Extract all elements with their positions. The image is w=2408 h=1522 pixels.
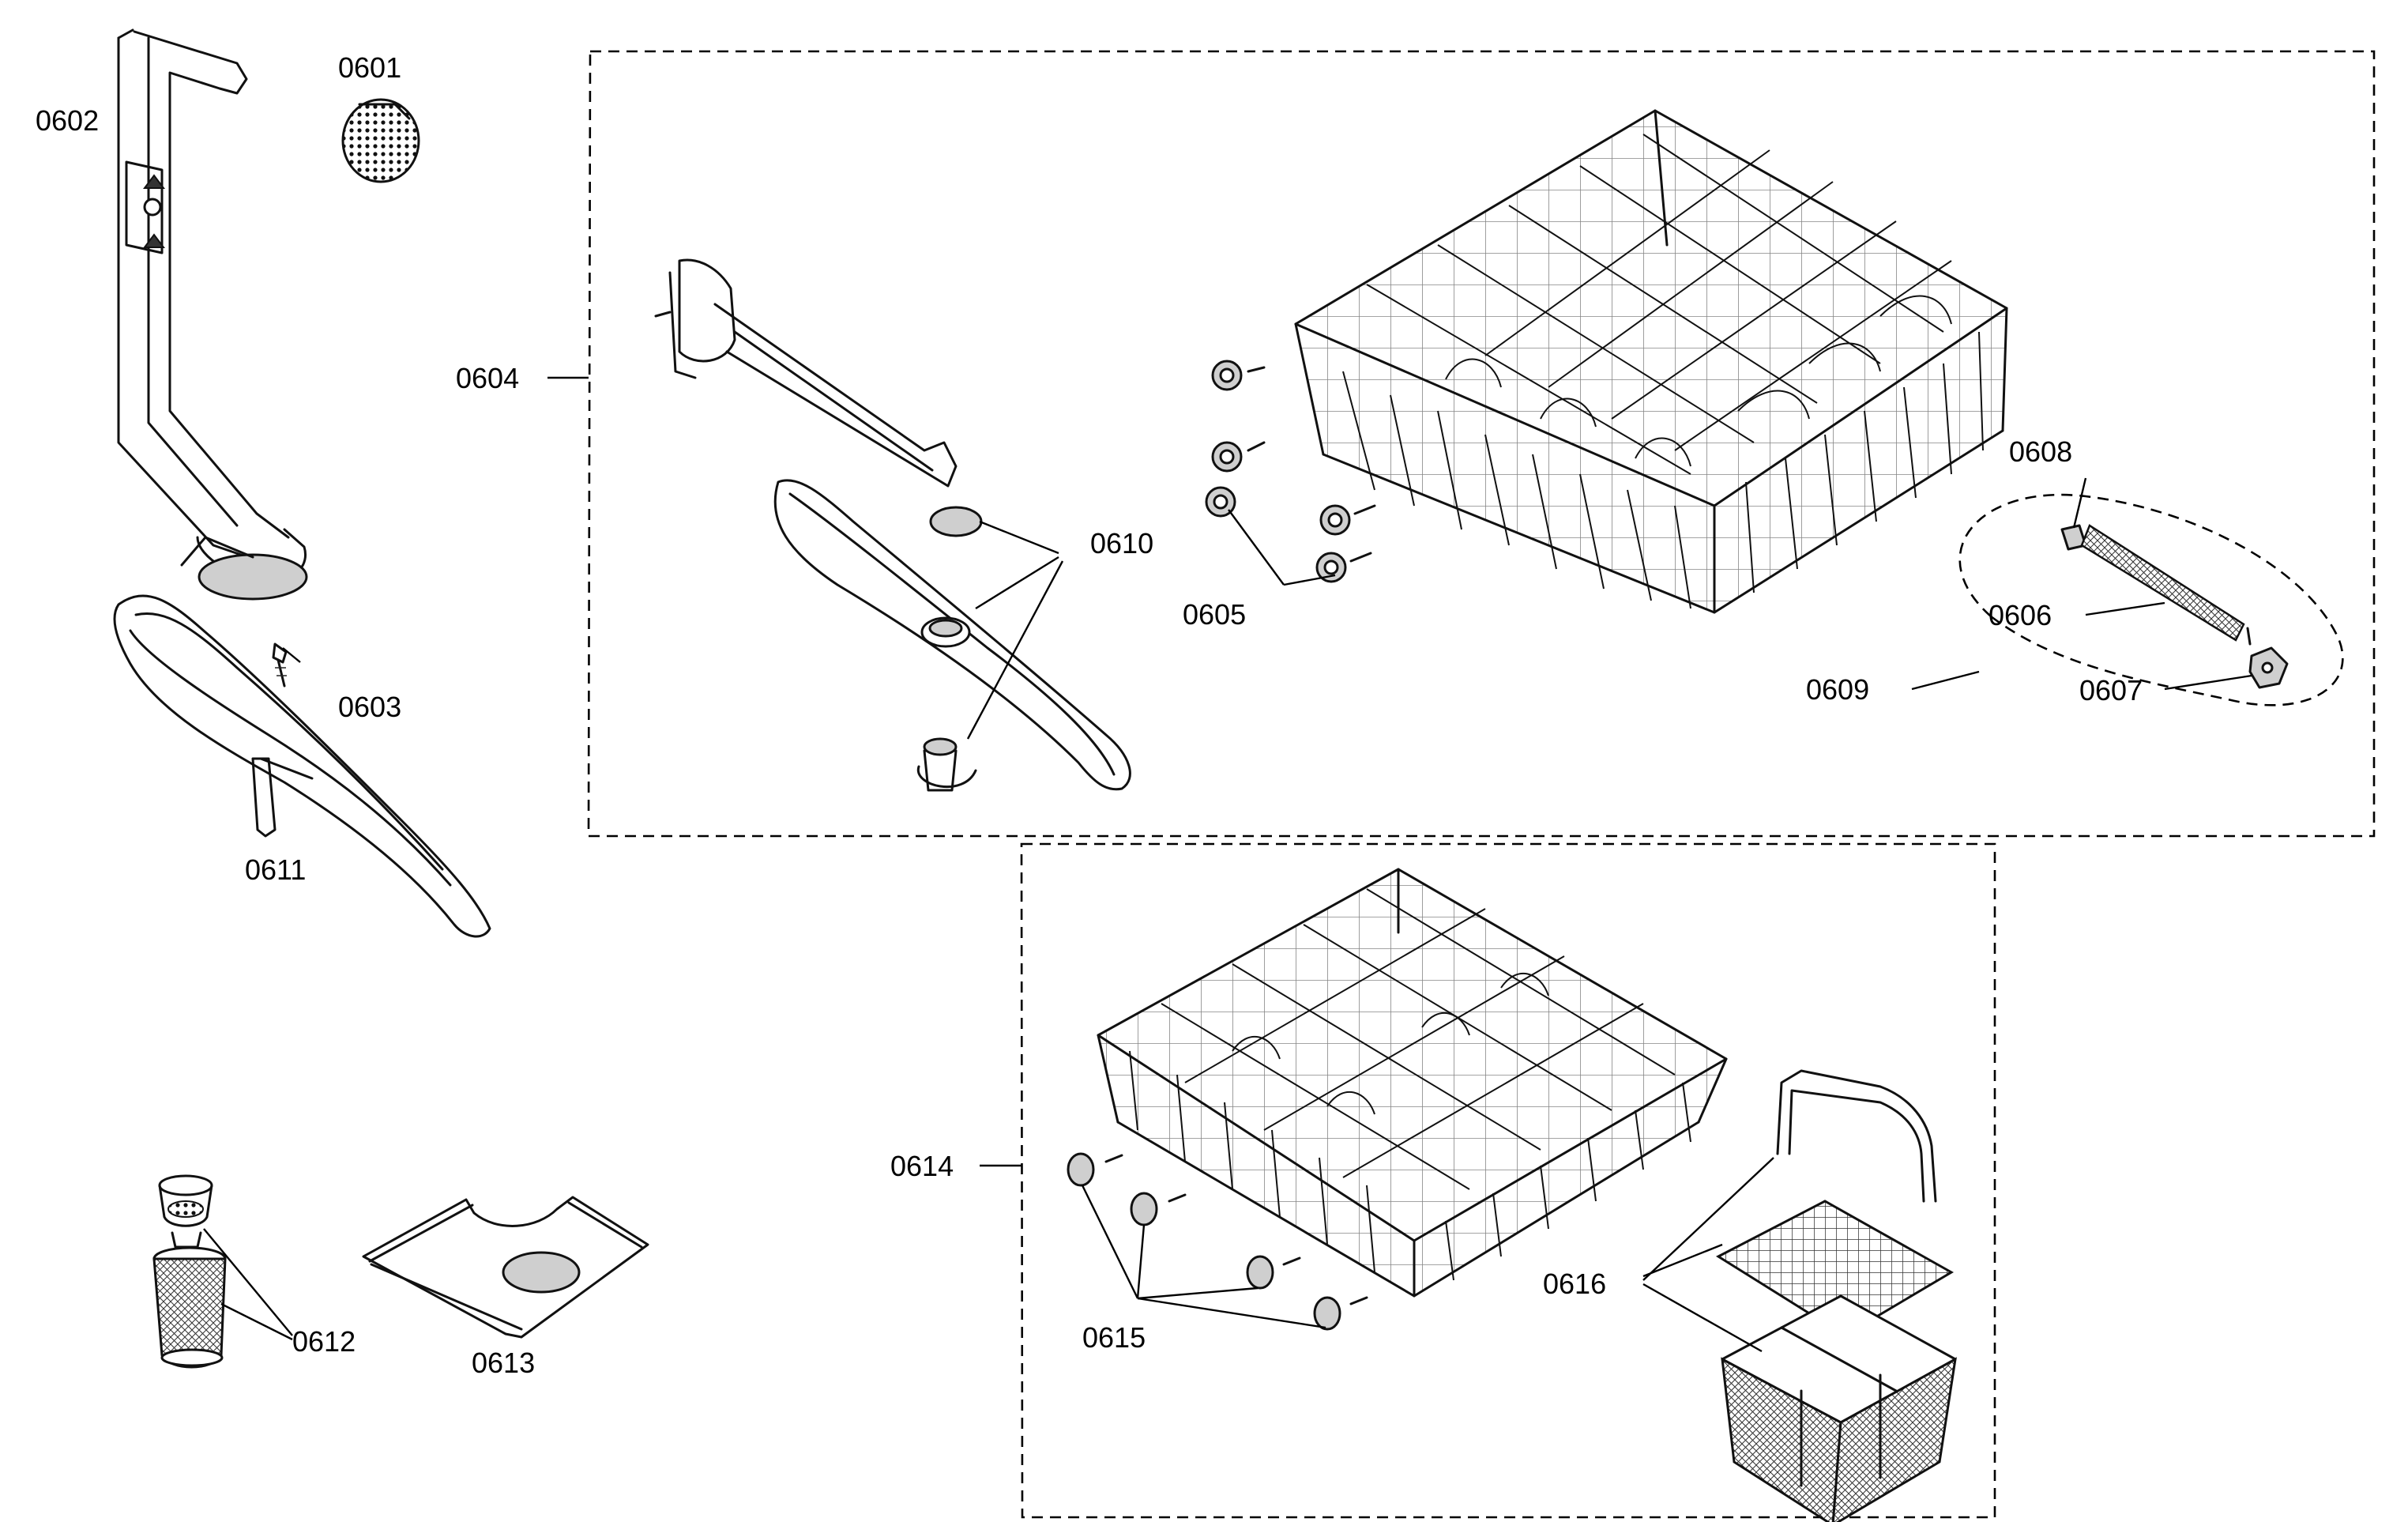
label-0612: 0612 [292,1325,356,1358]
label-0616: 0616 [1543,1268,1606,1300]
label-0606: 0606 [1988,599,2052,631]
leader-lines [203,477,2252,1353]
wheel-axle-assembly [2060,524,2289,689]
sump-gasket-plate-0613 [362,1196,649,1339]
label-0602: 0602 [36,104,99,137]
label-0610: 0610 [1090,527,1153,559]
cutlery-basket-0616 [1715,1069,1957,1522]
lower-dish-rack [1097,868,1728,1298]
label-0615: 0615 [1082,1321,1146,1354]
label-0608: 0608 [2009,435,2072,468]
upper-rack-group-box [547,50,2376,838]
label-0613: 0613 [472,1347,535,1379]
label-0609: 0609 [1806,673,1869,706]
label-0611: 0611 [245,853,306,886]
label-0604: 0604 [456,362,519,394]
rack-wheels-0605 [1205,360,1376,583]
lower-rack-wheels-0615 [1067,1152,1368,1331]
label-0614: 0614 [890,1150,954,1182]
lower-spray-arm-0611 [113,594,491,938]
label-0603: 0603 [338,691,401,723]
lower-rack-group-box [980,842,1996,1519]
label-0607: 0607 [2079,674,2143,706]
spray-head-0601 [341,98,420,183]
supply-pipe-0602 [117,28,308,601]
filter-assembly-0612 [152,1174,227,1369]
label-0605: 0605 [1183,598,1246,631]
part-labels: 0601 0602 0603 0604 0605 0606 0607 0608 … [36,51,2143,1379]
label-0601: 0601 [338,51,401,84]
upper-spray-arm-assembly [654,258,1131,792]
upper-dish-rack [1294,109,2008,614]
wheel-assembly-group-ellipse [1958,493,2344,706]
screw-0603 [272,642,288,688]
